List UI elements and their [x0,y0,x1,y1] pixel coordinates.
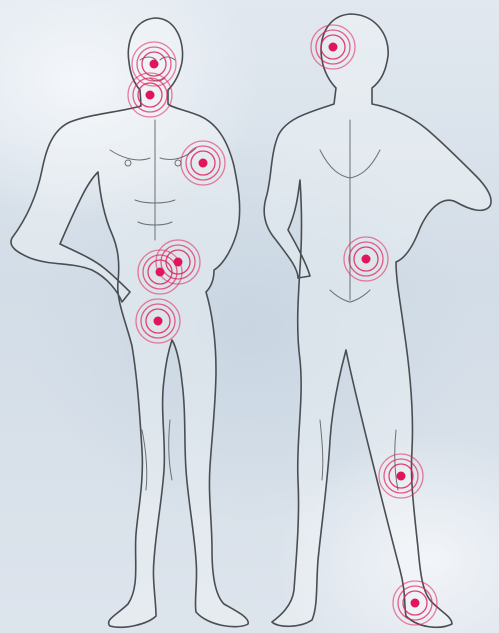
back-figure [264,14,491,627]
front-body-outline [11,18,248,627]
front-figure [11,18,248,627]
pain-dot [154,317,163,326]
pain-dot [362,255,371,264]
pain-dot [397,472,406,481]
pain-dot [199,159,208,168]
pain-dot [329,43,338,52]
pain-dot [146,91,155,100]
pain-dot [174,258,183,267]
back-body-outline [264,14,491,627]
pain-dot [411,599,420,608]
pain-dot [150,60,159,69]
